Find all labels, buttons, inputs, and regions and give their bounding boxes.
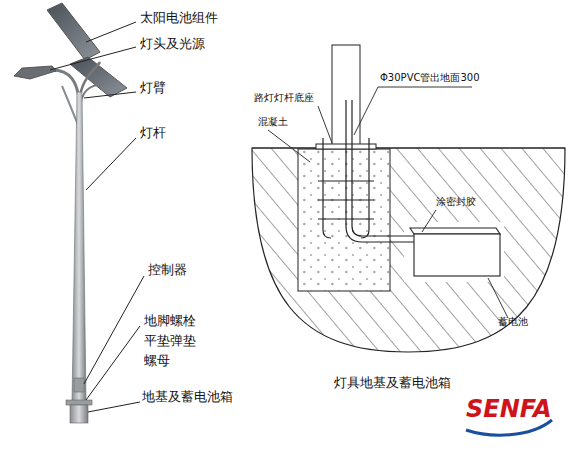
pvc-pipe — [352, 100, 420, 236]
leader-lines — [50, 22, 144, 412]
part-label: 涂密封胶 — [436, 196, 476, 208]
part-label: 路灯灯杆底座 — [254, 92, 314, 104]
ground — [252, 148, 565, 352]
part-label: 螺母 — [144, 354, 170, 369]
part-label: 灯臂 — [140, 81, 166, 96]
battery-pit — [404, 222, 504, 282]
part-label: 地基及蓄电池箱 — [142, 390, 233, 405]
controller — [74, 378, 84, 392]
foundation — [70, 405, 88, 423]
figure-caption: 灯具地基及蓄电池箱 — [334, 376, 451, 391]
lamp-arm — [52, 70, 80, 115]
part-label: 地脚螺栓 — [144, 314, 196, 329]
part-label: 灯头及光源 — [140, 37, 205, 52]
part-label: 灯杆 — [140, 126, 166, 141]
part-label: 太阳电池组件 — [140, 11, 218, 26]
pole — [72, 92, 86, 402]
part-label: 蓄电池 — [498, 316, 528, 328]
foundation-section — [252, 45, 565, 352]
part-label: 平垫弹垫 — [144, 334, 196, 349]
street-light — [14, 3, 127, 423]
logo-text: SENFA — [466, 396, 552, 424]
part-label: Φ30PVC管出地面300 — [380, 72, 480, 84]
battery-box — [410, 228, 500, 276]
leader-lines — [268, 87, 508, 318]
panel-bracket — [80, 84, 104, 112]
part-label: 混凝土 — [258, 116, 288, 128]
lamp-head — [14, 66, 56, 79]
part-label: 控制器 — [148, 263, 187, 278]
concrete — [298, 149, 390, 291]
solar-panel — [47, 3, 100, 60]
base-flange — [66, 400, 92, 405]
